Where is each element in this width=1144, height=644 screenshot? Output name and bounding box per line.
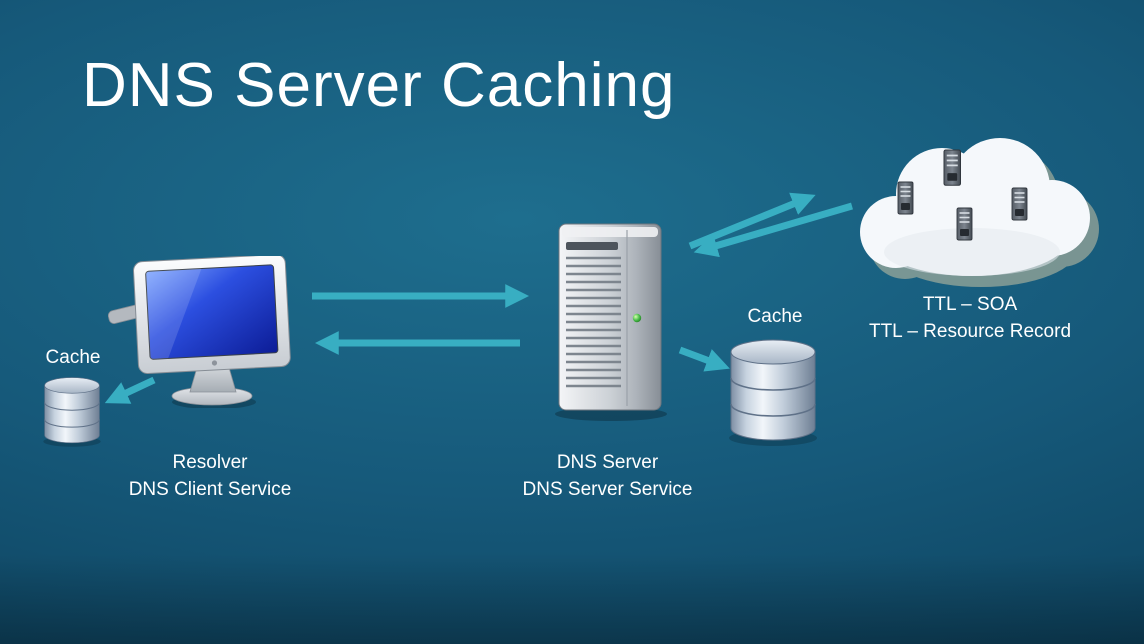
- client-name: Resolver: [172, 452, 248, 473]
- client-cache-database-icon: [43, 377, 101, 447]
- client-service: DNS Client Service: [128, 479, 292, 500]
- dns-server-icon: [555, 223, 667, 421]
- client-cache-label: Cache: [45, 347, 101, 368]
- server-label: DNS Server DNS Server Service: [480, 449, 735, 503]
- ttl-soa-label: TTL – SOA: [922, 294, 1018, 315]
- root-server-icon: [956, 207, 973, 241]
- ttl-resource-record-label: TTL – Resource Record: [868, 321, 1072, 342]
- internet-cloud-icon: [860, 138, 1099, 287]
- arrow-server-to-cache: [678, 346, 730, 372]
- root-server-icon: [897, 181, 914, 215]
- server-cache-database-icon: [729, 339, 817, 446]
- client-label: Resolver DNS Client Service: [85, 449, 335, 503]
- server-service: DNS Server Service: [522, 479, 693, 500]
- root-server-icon: [943, 149, 962, 187]
- arrow-internet-to-server: [693, 202, 853, 258]
- arrow-client-to-cache: [104, 376, 156, 404]
- internet-label: TTL – SOA TTL – Resource Record: [835, 291, 1105, 345]
- server-cache-label: Cache: [747, 306, 803, 327]
- root-server-icon: [1011, 187, 1028, 221]
- server-name: DNS Server: [556, 452, 659, 473]
- client-computer-icon: [108, 256, 291, 408]
- page-title: DNS Server Caching: [82, 51, 676, 120]
